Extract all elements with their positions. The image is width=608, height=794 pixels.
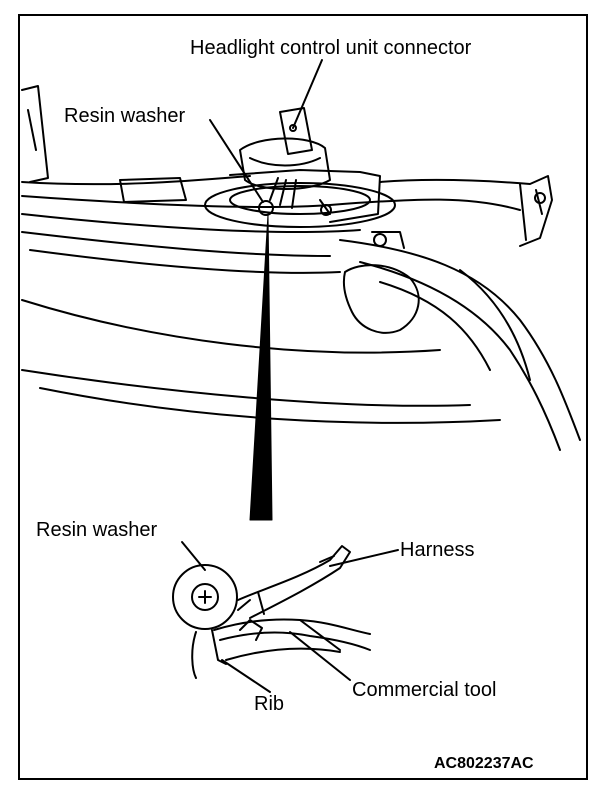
figure-frame: [18, 14, 588, 780]
headlight-housing-drawing: [21, 85, 581, 451]
leader-lines-detail: [181, 541, 399, 693]
label-headlight-connector: Headlight control unit connector: [190, 37, 472, 59]
label-rib: Rib: [254, 693, 285, 715]
detail-drawing: [172, 545, 371, 679]
label-harness: Harness: [400, 539, 475, 561]
magnification-cone: [249, 213, 273, 521]
leader-lines-upper: [209, 59, 323, 203]
label-resin-washer-top: Resin washer: [64, 105, 186, 127]
figure-code: AC802237AC: [434, 755, 534, 772]
label-commercial-tool: Commercial tool: [352, 679, 497, 701]
label-resin-washer-detail: Resin washer: [36, 519, 158, 541]
